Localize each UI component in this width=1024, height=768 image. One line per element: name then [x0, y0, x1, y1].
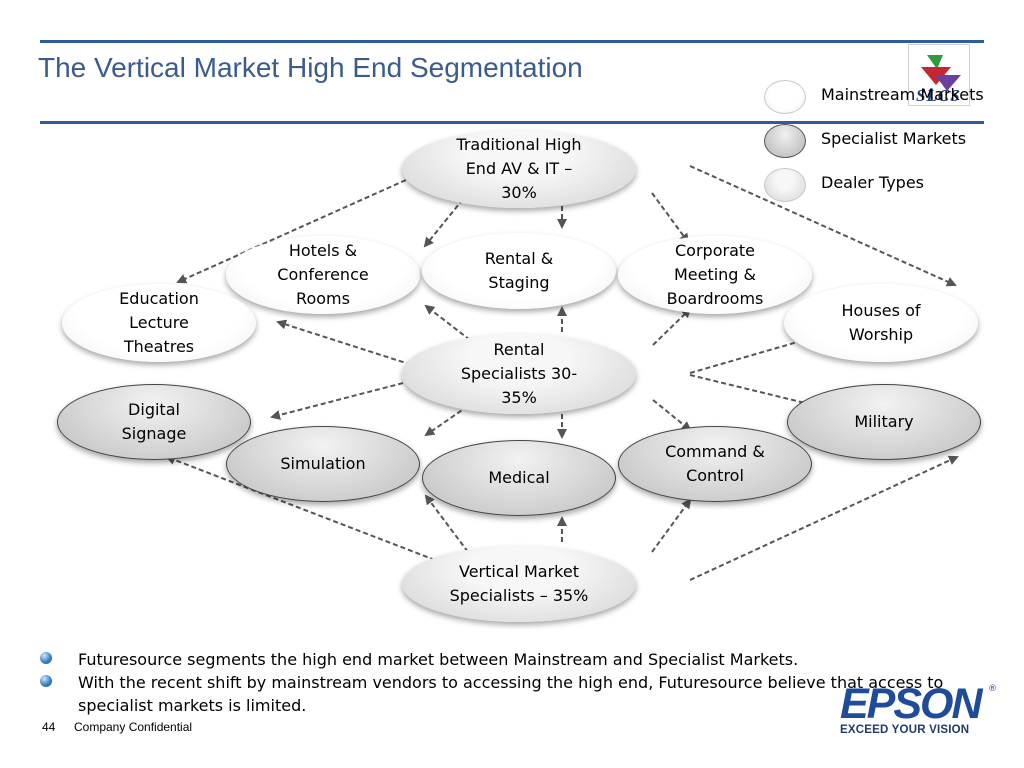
- arrow-rental-corporate: [652, 307, 692, 346]
- node-hotels-conference-rooms: Hotels & Conference Rooms: [226, 236, 420, 314]
- top-rule: [40, 40, 984, 43]
- legend-label: Specialist Markets: [821, 129, 967, 148]
- legend-label: Dealer Types: [821, 173, 925, 192]
- node-command-control: Command & Control: [618, 426, 812, 502]
- page-title: The Vertical Market High End Segmentatio…: [38, 52, 583, 83]
- epson-wordmark: EPSON: [840, 680, 983, 728]
- bullet-icon: [40, 675, 52, 687]
- node-simulation: Simulation: [226, 426, 420, 502]
- node-houses-of-worship: Houses of Worship: [784, 284, 978, 362]
- legend-mainstream: Mainstream Markets: [764, 80, 1004, 116]
- bullet-text: With the recent shift by mainstream vend…: [78, 673, 944, 715]
- page-number: 44: [42, 720, 56, 734]
- node-traditional-high-end: Traditional High End AV & IT – 30%: [402, 130, 636, 208]
- epson-tagline: EXCEED YOUR VISION: [840, 724, 970, 736]
- arrow-traditional-corporate: [651, 192, 690, 244]
- arrow-vertical-medical: [424, 494, 469, 553]
- node-corporate-meeting-boardrooms: Corporate Meeting & Boardrooms: [618, 236, 812, 314]
- title-underline: [40, 121, 984, 124]
- legend-swatch-dealer: [764, 168, 806, 202]
- arrow-traditional-education: [176, 166, 436, 284]
- bullet-text: Futuresource segments the high end marke…: [78, 650, 799, 669]
- node-military: Military: [787, 384, 981, 460]
- legend-swatch-specialist: [764, 124, 806, 158]
- legend-dealer: Dealer Types: [764, 168, 1004, 204]
- footer-confidential: Company Confidential: [74, 720, 193, 734]
- bullet-icon: [40, 652, 52, 664]
- arrow-vertical-military: [689, 455, 959, 581]
- partner-logo-wordmark: SLCS: [916, 86, 961, 105]
- bullet-item: With the recent shift by mainstream vend…: [40, 671, 960, 717]
- arrow-rental-hotels: [424, 304, 471, 341]
- epson-logo: EPSON ® EXCEED YOUR VISION: [840, 680, 1000, 737]
- legend-swatch-mainstream: [764, 80, 806, 114]
- node-rental-specialists: Rental Specialists 30- 35%: [402, 334, 636, 414]
- registered-mark: ®: [988, 684, 997, 694]
- arrow-rental-simulation: [424, 405, 469, 437]
- node-vertical-market-specialists: Vertical Market Specialists – 35%: [402, 546, 636, 622]
- legend-specialist: Specialist Markets: [764, 124, 1004, 160]
- node-rental-staging: Rental & Staging: [422, 233, 616, 309]
- arrow-rental-command: [652, 399, 692, 432]
- node-medical: Medical: [422, 440, 616, 516]
- node-education-lecture-theatres: Education Lecture Theatres: [62, 284, 256, 362]
- partner-logo-icon: [921, 55, 961, 91]
- arrow-traditional-worship: [689, 165, 957, 287]
- partner-logo: [908, 44, 970, 106]
- legend-label: Mainstream Markets: [821, 85, 984, 104]
- node-digital-signage: Digital Signage: [57, 384, 251, 460]
- arrow-vertical-command: [651, 498, 692, 553]
- bullet-item: Futuresource segments the high end marke…: [40, 648, 960, 672]
